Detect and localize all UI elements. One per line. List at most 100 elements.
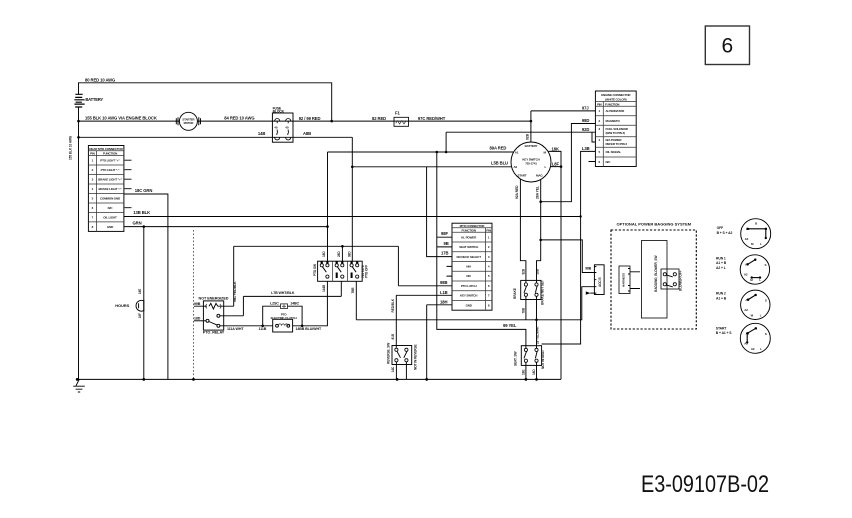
svg-text:6: 6 [722,35,734,58]
svg-text:ALTERNATOR: ALTERNATOR [606,109,626,113]
svg-text:N/A POWER: N/A POWER [606,138,623,142]
svg-text:NOT IN REVERSE: NOT IN REVERSE [414,344,418,370]
svg-text:(WHITE COLOR): (WHITE COLOR) [605,97,627,101]
svg-text:40: 40 [274,126,278,130]
svg-text:1: 1 [92,159,94,163]
svg-text:BAGGING_BLOWER_SW: BAGGING_BLOWER_SW [654,256,658,292]
svg-text:REVERSE_SW: REVERSE_SW [387,343,391,364]
svg-text:2: 2 [599,119,601,123]
svg-text:A8B: A8B [303,131,311,136]
svg-text:A2 + L: A2 + L [716,266,726,270]
svg-text:PIN: PIN [597,102,602,106]
svg-text:PIN: PIN [486,229,491,233]
svg-text:155 BLK 10 AWG: 155 BLK 10 AWG [69,135,73,160]
svg-text:NO DECK SELECT: NO DECK SELECT [456,255,481,259]
svg-text:M: M [751,242,754,246]
svg-text:A2: A2 [744,341,748,345]
svg-text:PIN: PIN [90,152,95,156]
svg-text:GND: GND [107,225,114,229]
svg-text:A2: A2 [744,273,748,277]
svg-text:ACC B: ACC B [598,277,602,287]
svg-text:B + A1 + S: B + A1 + S [716,331,732,335]
svg-text:28D: 28D [337,251,341,257]
svg-text:9B: 9B [444,241,449,246]
svg-text:ELECTRIC CLUTCH: ELECTRIC CLUTCH [271,316,297,320]
svg-text:99 YEL: 99 YEL [503,323,517,328]
svg-text:A2: A2 [745,237,749,241]
svg-text:97J: 97J [582,106,589,111]
svg-text:FUNCTION: FUNCTION [462,229,476,233]
svg-text:E3-09107B-02: E3-09107B-02 [641,471,769,498]
svg-text:BRAKE: BRAKE [513,288,517,299]
svg-text:L8F: L8F [552,162,560,167]
svg-text:92B: 92B [525,133,529,140]
svg-text:F1: F1 [395,111,400,116]
svg-text:(92W TO PIN 3): (92W TO PIN 3) [606,131,625,135]
svg-text:14BB BLU/WHT: 14BB BLU/WHT [296,327,322,331]
svg-text:FUNCTION: FUNCTION [103,152,117,156]
svg-text:BRAKE NOT SET: BRAKE NOT SET [540,280,544,305]
svg-text:N/C: N/C [108,206,114,210]
svg-text:92 / 99 RED: 92 / 99 RED [299,116,321,121]
svg-text:L: L [760,313,762,317]
svg-text:A2: A2 [751,347,755,351]
svg-text:92D: 92D [582,127,589,132]
svg-text:92B: 92B [521,268,525,274]
svg-text:L1B: L1B [440,290,448,295]
svg-text:BATTERY: BATTERY [525,144,538,148]
svg-text:HARNESS: HARNESS [622,273,626,287]
svg-text:A1 + B: A1 + B [716,296,727,300]
svg-text:L: L [760,242,762,246]
svg-text:ENGINE CONNECTOR: ENGINE CONNECTOR [601,93,631,97]
svg-text:START: START [716,326,728,330]
svg-text:REFER TO PIN 3: REFER TO PIN 3 [606,142,628,146]
svg-text:89A RED: 89A RED [490,146,507,151]
svg-text:111A WHT: 111A WHT [227,327,244,331]
svg-text:84 RED 10 AWG: 84 RED 10 AWG [224,116,254,121]
svg-text:18F: 18F [138,313,142,318]
svg-text:78B: 78B [351,287,355,294]
svg-text:B: B [755,222,758,226]
svg-text:PTO LATCH: PTO LATCH [461,284,477,288]
svg-text:MOTOR: MOTOR [184,121,194,125]
svg-text:OPTIONAL POWER BAGGING SYSTEM: OPTIONAL POWER BAGGING SYSTEM [616,222,691,227]
svg-text:97C RED/WHT: 97C RED/WHT [418,116,446,121]
svg-text:78B: 78B [521,307,525,313]
svg-text:14BC: 14BC [290,302,299,306]
svg-text:OFF: OFF [717,226,724,230]
svg-text:3: 3 [599,127,601,131]
svg-text:S: S [765,332,767,336]
svg-text:M: M [544,151,547,155]
svg-text:111B: 111B [259,327,267,331]
svg-text:STARTER: STARTER [182,118,194,122]
svg-text:S: S [765,298,767,302]
svg-text:725 3170: 725 3170 [361,265,365,278]
svg-text:5: 5 [599,150,601,154]
svg-text:B + S + A2: B + S + A2 [717,231,733,235]
svg-text:4: 4 [92,187,94,191]
svg-text:81B: 81B [391,333,395,339]
svg-text:N/C: N/C [466,274,472,278]
svg-text:GND: GND [466,303,473,307]
svg-text:98D: 98D [582,118,589,123]
svg-text:OIL LIGHT: OIL LIGHT [103,216,117,220]
svg-text:PTO LIGHT "-": PTO LIGHT "-" [101,168,120,172]
svg-text:18K: 18K [552,146,559,151]
svg-text:RED/BLK: RED/BLK [391,298,395,312]
svg-text:2: 2 [488,245,490,249]
svg-text:80 RED 10 AWG: 80 RED 10 AWG [85,78,115,83]
svg-text:8: 8 [92,225,94,229]
svg-text:N/A: N/A [466,265,472,269]
svg-text:KL POWER: KL POWER [461,235,477,239]
svg-text:7: 7 [488,294,490,298]
svg-text:MAGNETO: MAGNETO [606,119,621,123]
svg-text:BLOWER OFF: BLOWER OFF [679,270,683,291]
svg-text:MAG: MAG [536,173,543,177]
svg-text:RUN 2: RUN 2 [716,292,726,296]
svg-text:GRN: GRN [133,220,142,225]
svg-text:NOT IN SEAT: NOT IN SEAT [541,350,545,369]
svg-text:PTO: PTO [281,312,287,316]
svg-text:FUSE: FUSE [273,106,282,110]
svg-text:L2SC: L2SC [270,302,279,306]
svg-text:6: 6 [488,284,490,288]
